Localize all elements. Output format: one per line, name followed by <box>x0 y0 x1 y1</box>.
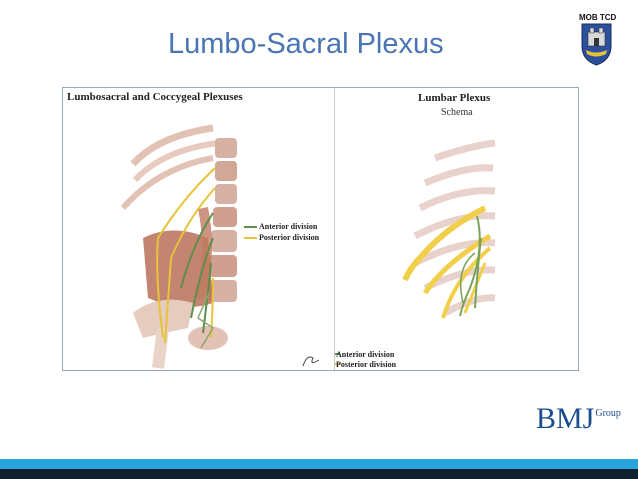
lumbar-plexus-schema <box>335 139 496 365</box>
right-panel-title: Lumbar Plexus <box>418 92 491 104</box>
bmj-logo-main: BMJ <box>536 402 595 435</box>
bmj-logo-sub: Group <box>595 408 621 419</box>
panel-divider <box>334 88 335 370</box>
right-legend-anterior: Anterior division <box>336 350 395 359</box>
plexus-figure: Lumbosacral and Coccygeal Plexuses <box>62 87 579 371</box>
left-legend-anterior: Anterior division <box>259 222 318 231</box>
mob-tcd-label: MOB TCD <box>579 13 617 22</box>
right-panel-subtitle: Schema <box>441 107 473 118</box>
left-legend-posterior: Posterior division <box>259 233 320 242</box>
slide-title: Lumbo-Sacral Plexus <box>168 28 444 60</box>
footer-dark-bar <box>0 469 638 479</box>
footer-blue-bar <box>0 459 638 469</box>
bmj-group-logo: BMJ Group <box>536 404 621 434</box>
crest-icon <box>581 23 612 66</box>
right-legend-posterior: Posterior division <box>336 360 397 369</box>
left-panel-title: Lumbosacral and Coccygeal Plexuses <box>67 91 243 103</box>
lumbosacral-illustration <box>120 124 320 369</box>
